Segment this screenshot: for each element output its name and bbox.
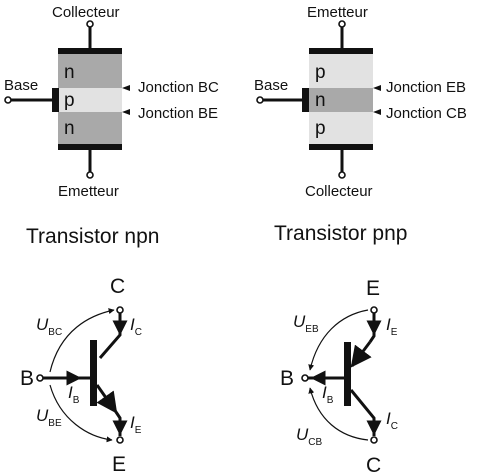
npn-layer-bottom-letter: n: [64, 118, 75, 139]
pnp-layer-middle: [309, 88, 373, 112]
npn-symbol-collector-wire: [98, 313, 122, 359]
npn-collector-label: Collecteur: [52, 4, 120, 21]
npn-symbol-ie-label: IE: [130, 413, 142, 436]
pnp-symbol-ucb-arc: [308, 387, 369, 441]
pnp-emitter-label: Emetteur: [307, 4, 368, 21]
pnp-layer-top-letter: p: [315, 62, 326, 83]
pnp-layer-bottom-letter: p: [315, 118, 326, 139]
pnp-layer-middle-letter: n: [315, 90, 326, 111]
npn-symbol-ubc-arc: [49, 308, 115, 373]
pnp-symbol: E B C UEB UCB IE IB IC: [280, 277, 398, 476]
pnp-symbol-ic-label: IC: [386, 409, 398, 432]
pnp-symbol-collector-letter: C: [366, 454, 381, 476]
pnp-symbol-emitter-terminal: [370, 306, 378, 314]
npn-emitter-label: Emetteur: [58, 183, 119, 200]
pnp-symbol-collector-wire: [349, 389, 376, 436]
pnp-structure: Emetteur p n p Base Jonction EB Jonction…: [254, 4, 467, 245]
pnp-base-label: Base: [254, 77, 288, 94]
npn-symbol-ic-label: IC: [130, 315, 142, 338]
pnp-symbol-ueb-arc: [308, 309, 369, 371]
npn-collector-contact: [58, 48, 122, 54]
pnp-junction-bottom-label: Jonction CB: [386, 105, 467, 122]
npn-junction-top-label: Jonction BC: [138, 79, 219, 96]
npn-symbol-ib-label: IB: [68, 383, 80, 406]
npn-symbol-emitter-arrow: [95, 384, 118, 414]
npn-junction-bottom-arrow: [122, 109, 130, 115]
pnp-symbol-base-bar: [344, 342, 351, 406]
pnp-base-terminal: [256, 96, 264, 104]
npn-base-terminal: [4, 96, 12, 104]
npn-emitter-contact: [58, 144, 122, 150]
pnp-collector-label: Collecteur: [305, 183, 373, 200]
pnp-symbol-emitter-arrow: [350, 341, 372, 368]
pnp-junction-bottom-arrow: [373, 109, 381, 115]
npn-symbol-base-terminal: [36, 374, 44, 382]
npn-junction-top-arrow: [122, 85, 130, 91]
npn-symbol-ube-label: UBE: [36, 406, 62, 429]
npn-collector-terminal: [86, 20, 94, 28]
npn-junction-bottom-label: Jonction BE: [138, 105, 218, 122]
npn-title: Transistor npn: [26, 225, 159, 248]
npn-base-label: Base: [4, 77, 38, 94]
npn-layer-top-letter: n: [64, 62, 75, 83]
npn-symbol-base-letter: B: [20, 367, 34, 390]
pnp-symbol-collector-terminal: [370, 436, 378, 444]
npn-symbol-collector-terminal: [116, 306, 124, 314]
pnp-junction-top-label: Jonction EB: [386, 79, 466, 96]
pnp-symbol-ib-label: IB: [322, 383, 334, 406]
pnp-title: Transistor pnp: [274, 222, 407, 245]
pnp-symbol-emitter-letter: E: [366, 277, 380, 300]
pnp-base-contact: [302, 88, 309, 112]
npn-emitter-terminal: [86, 171, 94, 179]
pnp-collector-terminal: [338, 171, 346, 179]
npn-symbol: C B E UBC UBE IC IB IE: [20, 275, 142, 476]
npn-layer-bottom: [58, 112, 122, 144]
npn-symbol-emitter-terminal: [116, 436, 124, 444]
npn-symbol-ube-arc: [49, 384, 113, 443]
pnp-symbol-base-letter: B: [280, 367, 294, 390]
pnp-layer-top: [309, 54, 373, 88]
pnp-symbol-ie-label: IE: [386, 315, 398, 338]
pnp-junction-top-arrow: [373, 85, 381, 91]
pnp-symbol-base-terminal: [301, 374, 309, 382]
npn-structure: Collecteur n p n Base Jonction BC Joncti…: [4, 4, 219, 248]
pnp-emitter-contact: [309, 48, 373, 54]
npn-symbol-collector-letter: C: [110, 275, 125, 298]
pnp-layer-bottom: [309, 112, 373, 144]
npn-layer-top: [58, 54, 122, 88]
pnp-collector-contact: [309, 144, 373, 150]
npn-base-contact: [52, 88, 59, 112]
npn-symbol-emitter-letter: E: [112, 453, 126, 476]
pnp-symbol-ueb-label: UEB: [293, 312, 319, 335]
npn-symbol-ubc-label: UBC: [36, 315, 62, 338]
npn-layer-middle-letter: p: [64, 90, 75, 111]
pnp-symbol-ucb-label: UCB: [296, 425, 323, 448]
npn-symbol-base-bar: [90, 340, 97, 406]
pnp-emitter-terminal: [338, 20, 346, 28]
npn-layer-middle: [58, 88, 122, 112]
